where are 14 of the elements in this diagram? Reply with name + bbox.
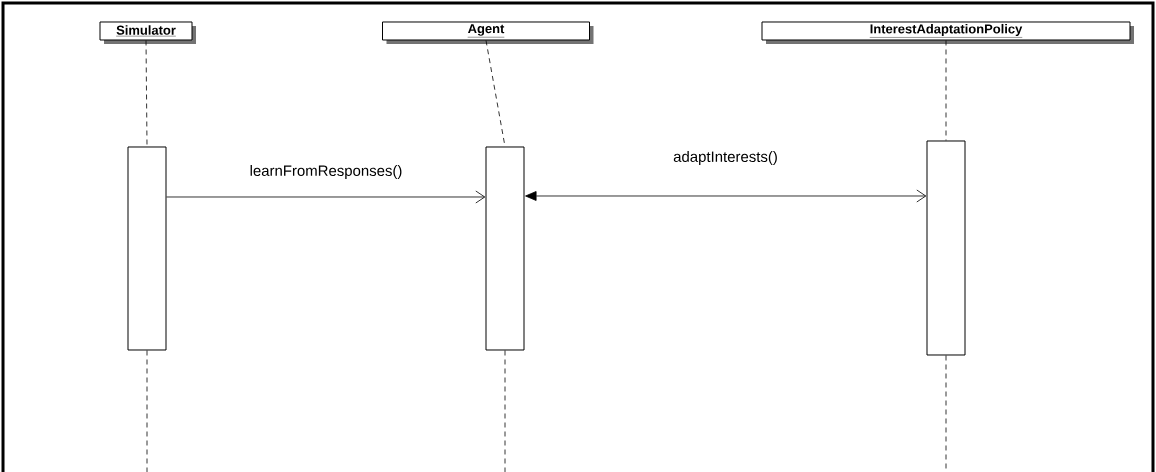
lifeline-header: InterestAdaptationPolicy — [761, 21, 1134, 44]
activation-bar — [485, 146, 525, 351]
lifeline — [945, 40, 947, 141]
message-label: adaptInterests() — [672, 150, 779, 166]
message-arrow — [525, 189, 927, 203]
lifeline — [145, 40, 148, 147]
lifeline-header: Agent — [382, 21, 594, 44]
message-arrow — [166, 190, 486, 204]
lifeline-header: Simulator — [99, 21, 196, 44]
activation-bar — [127, 146, 167, 351]
message-label: learnFromResponses() — [248, 164, 404, 180]
activation-bar — [926, 140, 966, 356]
lifeline — [504, 350, 506, 472]
lifeline — [146, 350, 148, 472]
